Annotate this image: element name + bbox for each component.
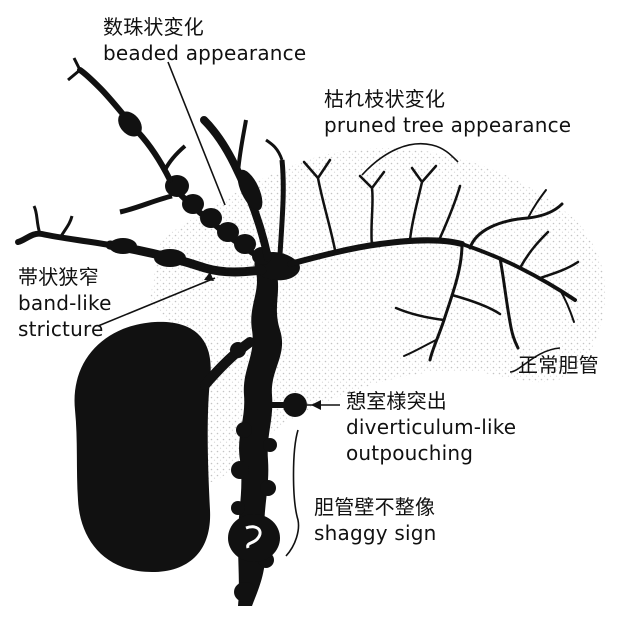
label-shaggy: 胆管壁不整像 shaggy sign bbox=[314, 494, 436, 546]
diverticulum bbox=[283, 393, 307, 417]
label-pruned-jp: 枯れ枝状変化 bbox=[324, 86, 571, 112]
label-normal-jp: 正常胆管 bbox=[518, 352, 599, 378]
label-diverticulum: 憩室様突出 diverticulum-like outpouching bbox=[346, 388, 516, 466]
label-normal: 正常胆管 bbox=[518, 352, 599, 378]
label-shaggy-en: shaggy sign bbox=[314, 520, 436, 546]
label-diverticulum-en-2: outpouching bbox=[346, 440, 516, 466]
label-diverticulum-jp: 憩室様突出 bbox=[346, 388, 516, 414]
label-pruned-en: pruned tree appearance bbox=[324, 112, 571, 138]
label-beaded-en: beaded appearance bbox=[103, 40, 306, 66]
label-band-en-1: band-like bbox=[18, 290, 112, 316]
dilated-lower-duct bbox=[228, 514, 280, 562]
label-beaded-jp: 数珠状変化 bbox=[103, 14, 306, 40]
label-pruned: 枯れ枝状変化 pruned tree appearance bbox=[324, 86, 571, 138]
label-shaggy-jp: 胆管壁不整像 bbox=[314, 494, 436, 520]
lower-duct-bulb bbox=[234, 582, 256, 602]
label-band-en-2: stricture bbox=[18, 316, 112, 342]
label-band-jp: 帯状狭窄 bbox=[18, 264, 112, 290]
label-diverticulum-en-1: diverticulum-like bbox=[346, 414, 516, 440]
gallbladder bbox=[75, 322, 211, 572]
label-band: 帯状狭窄 band-like stricture bbox=[18, 264, 112, 342]
label-beaded: 数珠状変化 beaded appearance bbox=[103, 14, 306, 66]
